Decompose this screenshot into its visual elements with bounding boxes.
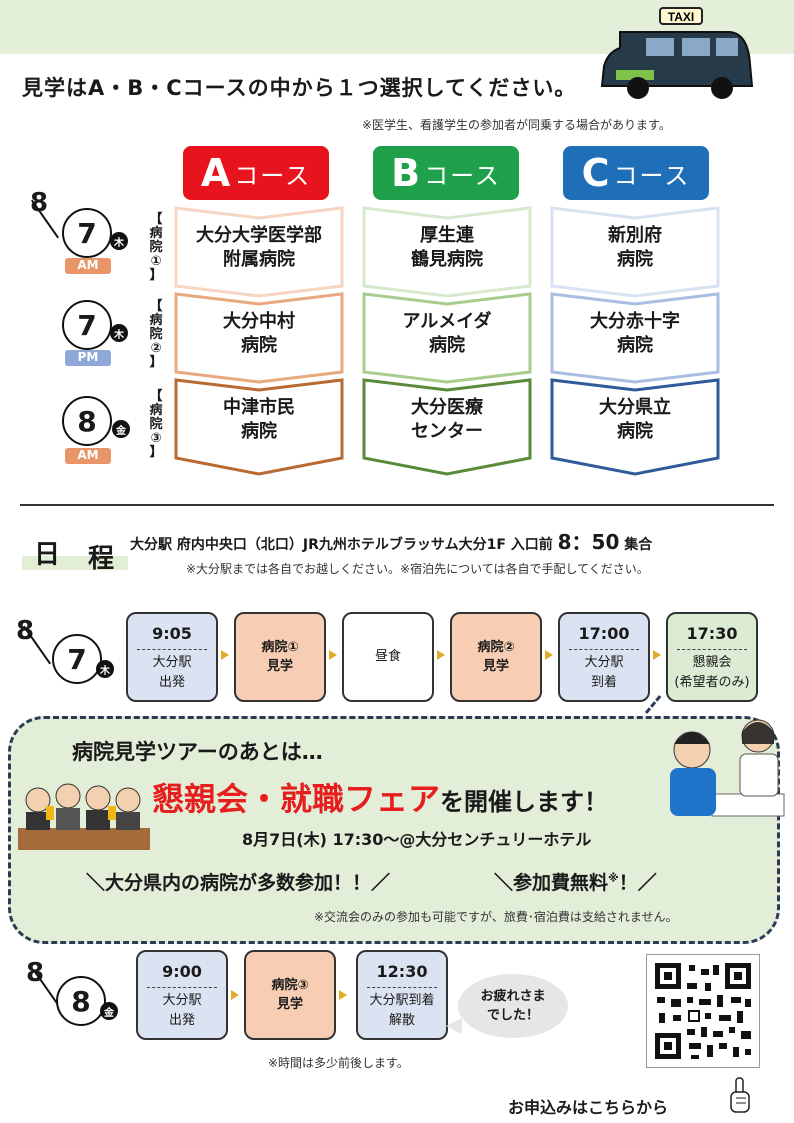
slot-1-day: 7 — [62, 208, 112, 258]
apply-label: お申込みはこちらから — [508, 1098, 669, 1117]
slot-1-month: 8 — [30, 188, 49, 218]
flow-arrow — [653, 650, 661, 660]
party-people-illustration — [18, 783, 150, 850]
flow-arrow — [221, 650, 229, 660]
course-b-hospital-3: 大分医療センター — [362, 378, 532, 476]
participant-note: ※医学生、看護学生の参加者が同乗する場合があります。 — [362, 118, 671, 132]
day2-weekday: 金 — [100, 1002, 118, 1020]
day1-weekday: 木 — [96, 660, 114, 678]
slot-3-period: AM — [65, 448, 111, 464]
day1-day: 7 — [52, 634, 102, 684]
pointing-finger-icon — [730, 1077, 750, 1113]
fair-lead: 病院見学ツアーのあとは… — [72, 740, 323, 764]
slot-3-day: 8 — [62, 396, 112, 446]
course-b-hospital-1: 厚生連鶴見病院 — [362, 206, 532, 298]
schedule-title-1: 日 — [34, 540, 61, 570]
thanks-bubble: お疲れさまでした！ — [458, 974, 568, 1038]
course-c-hospital-1: 新別府病院 — [550, 206, 720, 298]
flow-arrow — [545, 650, 553, 660]
slot-2-day: 7 — [62, 300, 112, 350]
day1-step-3: 昼食 — [342, 612, 434, 702]
course-b-hospital-2: アルメイダ病院 — [362, 292, 532, 384]
bubble-tail — [446, 1018, 462, 1034]
slot-1-period: AM — [65, 258, 111, 274]
doctor-consultation-illustration — [670, 719, 785, 817]
course-a-hospital-2: 大分中村病院 — [174, 292, 344, 384]
fair-detail: 8月7日(木) 17:30～@大分センチュリーホテル — [242, 830, 592, 849]
flow-arrow — [437, 650, 445, 660]
qr-code[interactable] — [646, 954, 760, 1068]
fair-point-1: ＼大分県内の病院が多数参加！！／ — [86, 872, 391, 894]
schedule-title-2: 程 — [88, 544, 115, 574]
course-c-hospital-2: 大分赤十字病院 — [550, 292, 720, 384]
flow-arrow — [231, 990, 239, 1000]
course-a-hospital-3: 中津市民病院 — [174, 378, 344, 476]
svg-text:TAXI: TAXI — [668, 10, 694, 24]
fair-note: ※交流会のみの参加も可能ですが、旅費･宿泊費は支給されません。 — [314, 910, 678, 924]
course-a-hospital-1: 大分大学医学部附属病院 — [174, 206, 344, 298]
fair-title: 懇親会・就職フェアを開催します！ — [152, 780, 609, 818]
slot-2-weekday: 木 — [110, 324, 128, 342]
meeting-point: 大分駅 府内中央口（北口）JR九州ホテルブラッサム大分1F 入口前 8：50 集… — [130, 530, 653, 554]
page-instruction: 見学はA・B・Cコースの中から１つ選択してください。 — [22, 76, 577, 100]
slot-1-weekday: 木 — [110, 232, 128, 250]
taxi-illustration: TAXI — [600, 7, 754, 99]
flow-arrow — [329, 650, 337, 660]
slot-3-weekday: 金 — [112, 420, 130, 438]
fair-point-2: ＼参加費無料※！／ — [494, 871, 657, 894]
slot-2-period: PM — [65, 350, 111, 366]
schedule-title-highlight — [22, 556, 128, 570]
course-c-hospital-3: 大分県立病院 — [550, 378, 720, 476]
schedule-note: ※大分駅までは各自でお越しください。※宿泊先については各自で手配してください。 — [186, 562, 649, 576]
day2-day: 8 — [56, 976, 106, 1026]
time-note: ※時間は多少前後します。 — [268, 1056, 409, 1070]
section-divider — [20, 504, 774, 506]
flow-arrow — [339, 990, 347, 1000]
